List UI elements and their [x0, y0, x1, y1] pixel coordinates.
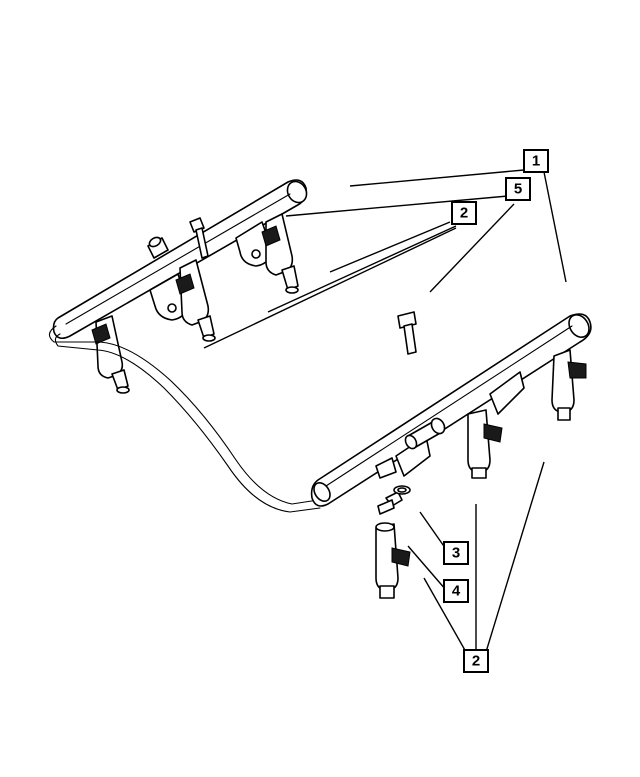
injector-lower-middle	[467, 409, 503, 479]
callout-4-label: 4	[452, 583, 461, 600]
callout-2-upper-label: 2	[460, 205, 468, 222]
callout-3-label: 3	[452, 545, 460, 562]
injector-upper-right	[261, 213, 299, 294]
lower-fuel-rail	[310, 313, 592, 507]
injector-lower-right	[551, 349, 587, 421]
crossover-tube	[48, 325, 321, 513]
upper-bolt	[189, 217, 209, 259]
exploded-injector	[375, 485, 411, 599]
callout-2-upper: 2	[451, 201, 477, 225]
callout-3: 3	[443, 541, 469, 565]
callout-2-lower-label: 2	[472, 653, 480, 670]
center-bolt	[397, 311, 417, 355]
callout-1-label: 1	[532, 153, 540, 170]
callout-1: 1	[523, 149, 549, 173]
callout-5-label: 5	[514, 181, 522, 198]
injector-upper-left	[91, 315, 130, 394]
callout-5: 5	[505, 177, 531, 201]
callout-2-lower: 2	[463, 649, 489, 673]
leader-lines	[203, 169, 567, 653]
lower-rail-injectors	[467, 349, 587, 479]
callout-4: 4	[443, 579, 469, 603]
injector-upper-middle	[175, 259, 216, 342]
upper-rail-injectors	[91, 213, 299, 394]
